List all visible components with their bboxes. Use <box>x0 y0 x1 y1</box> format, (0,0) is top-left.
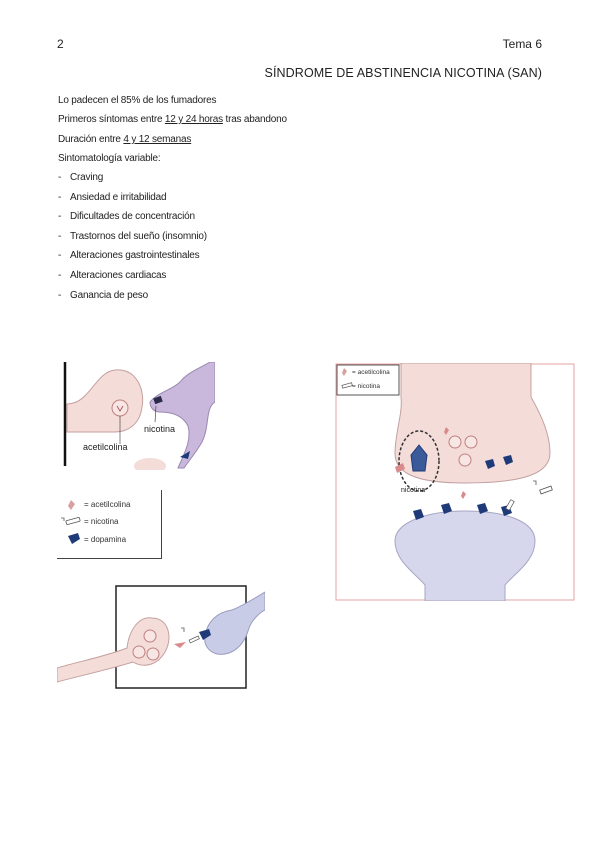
acetilcolina-icon <box>342 368 347 376</box>
legend-left: = acetilcolina = nicotina = dopamina <box>61 500 131 544</box>
intro-line-3-underlined: 4 y 12 semanas <box>123 134 192 145</box>
acetilcolina-icon <box>68 500 75 510</box>
legend-right-acetilcolina: = acetilcolina <box>352 369 390 376</box>
intro-line-2-suffix: tras abandono <box>222 114 287 125</box>
nicotina-icon <box>65 517 81 525</box>
intro-line-3: Duración entre 4 y 12 semanas <box>58 134 191 145</box>
legend-acetilcolina: = acetilcolina <box>84 500 131 509</box>
intro-line-1: Lo padecen el 85% de los fumadores <box>58 95 217 106</box>
page-number: 2 <box>57 37 64 51</box>
list-item: -Craving <box>58 172 104 183</box>
legend-nicotina: = nicotina <box>84 517 119 526</box>
list-item: -Ganancia de peso <box>58 289 148 301</box>
legend-box-left <box>57 490 162 559</box>
topic-label: Tema 6 <box>502 37 542 51</box>
page-title: SÍNDROME DE ABSTINENCIA NICOTINA (SAN) <box>264 66 542 80</box>
nicotina-icon <box>341 382 353 389</box>
legend-right-nicotina: = nicotina <box>352 383 380 390</box>
figure-synapse-right: = acetilcolina = nicotina nicotina <box>335 363 575 601</box>
intro-line-3-prefix: Duración entre <box>58 134 124 145</box>
legend-dopamina: = dopamina <box>84 535 127 544</box>
list-item: -Ansiedad e irritabilidad <box>58 191 167 203</box>
label-nicotina-right: nicotina <box>401 487 425 494</box>
symptom-list: -Craving -Ansiedad e irritabilidad -Difi… <box>58 172 207 309</box>
intro-line-4: Sintomatología variable: <box>58 153 161 164</box>
label-nicotina: nicotina <box>144 424 175 434</box>
label-acetilcolina: acetilcolina <box>83 442 128 452</box>
list-item: -Alteraciones gastrointestinales <box>58 250 200 262</box>
list-item: -Trastornos del sueño (insomnio) <box>58 230 207 242</box>
list-item: -Dificultades de concentración <box>58 211 195 223</box>
intro-line-2-underlined: 12 y 24 horas <box>164 114 223 125</box>
intro-line-2: Primeros síntomas entre 12 y 24 horas tr… <box>58 114 287 125</box>
intro-line-2-prefix: Primeros síntomas entre <box>58 114 165 125</box>
legend-box-right <box>336 364 400 396</box>
dopamina-icon <box>68 533 80 544</box>
figure-synapse-framed <box>57 585 265 689</box>
figure-receptor-binding: nicotina acetilcolina <box>63 362 215 470</box>
list-item: -Alteraciones cardiacas <box>58 269 167 281</box>
